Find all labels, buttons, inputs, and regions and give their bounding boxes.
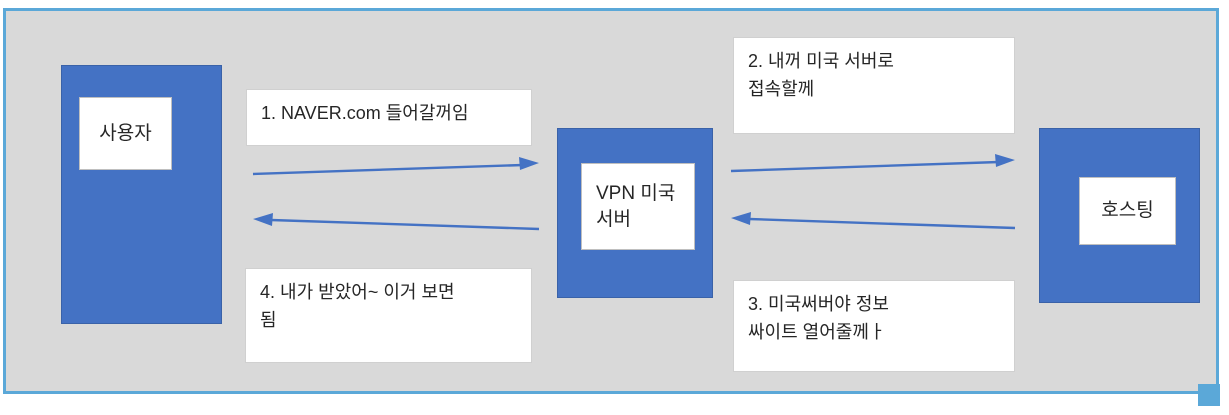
slide-frame[interactable]: 사용자 VPN 미국 서버 호스팅 1. NAVER.com 들어갈꺼임 2. … bbox=[3, 8, 1219, 394]
node-vpn-server-label: VPN 미국 서버 bbox=[581, 163, 695, 250]
node-hosting-label: 호스팅 bbox=[1079, 177, 1176, 245]
arrow-user-to-vpn-icon bbox=[252, 157, 539, 176]
node-user-label: 사용자 bbox=[79, 97, 172, 170]
arrow-hosting-to-vpn-icon bbox=[731, 212, 1016, 230]
resize-handle[interactable] bbox=[1198, 384, 1220, 406]
arrow-vpn-to-hosting-icon bbox=[730, 154, 1015, 173]
callout-step-2[interactable]: 2. 내꺼 미국 서버로 접속할께 bbox=[733, 37, 1015, 134]
callout-step-1[interactable]: 1. NAVER.com 들어갈꺼임 bbox=[246, 89, 532, 146]
callout-step-4[interactable]: 4. 내가 받았어~ 이거 보면 됨 bbox=[245, 268, 532, 363]
callout-step-3[interactable]: 3. 미국써버야 정보 싸이트 열어줄께ㅏ bbox=[733, 280, 1015, 372]
arrow-vpn-to-user-icon bbox=[253, 213, 540, 231]
